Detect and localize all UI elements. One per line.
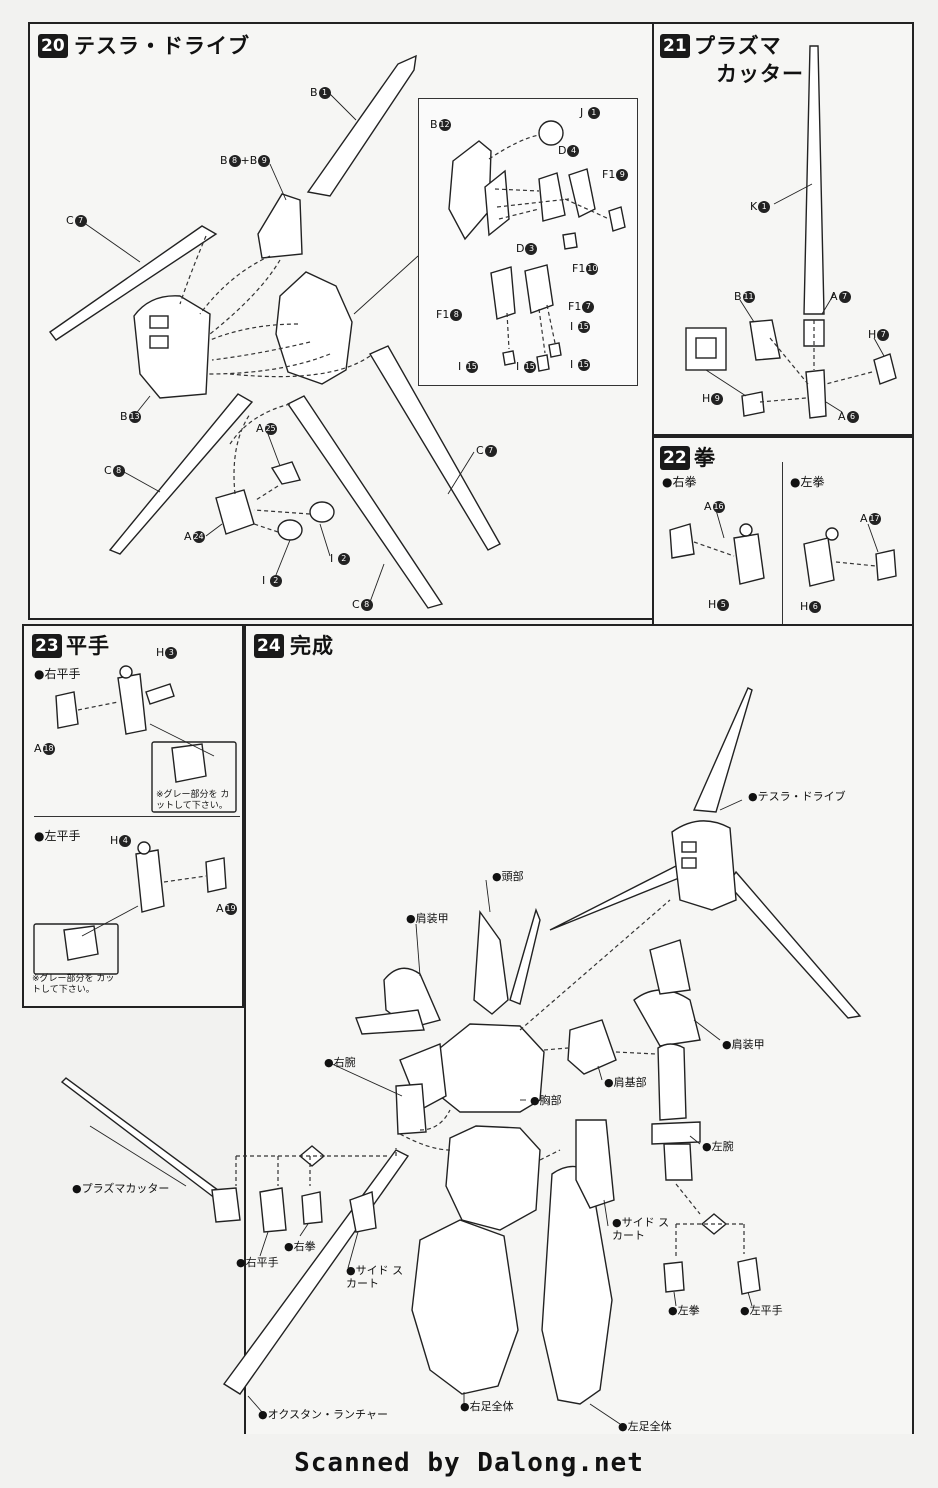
label-i15-a: I 15 — [570, 320, 590, 333]
panel-divider — [782, 462, 783, 626]
step-title: 平手 — [66, 634, 110, 658]
step-number: 22 — [660, 446, 690, 470]
sub-assembly-box — [418, 98, 638, 386]
label-right-flat: ●右平手 — [236, 1256, 279, 1269]
label-i15-d: I 15 — [570, 358, 590, 371]
label-side-skirt-left: ●サイド スカート — [346, 1264, 404, 1290]
label-j1: J 1 — [580, 106, 600, 119]
label-i15-c: I 15 — [516, 360, 536, 373]
label-i2-a: I 2 — [330, 552, 350, 565]
flat-hand-diagram — [33, 665, 237, 975]
scan-credit: Scanned by Dalong.net — [294, 1448, 644, 1478]
cut-note-right: ※グレー部分を カットして下さい。 — [156, 790, 230, 811]
step-title-line2: カッター — [716, 62, 804, 86]
step-number: 20 — [38, 34, 68, 58]
label-right-arm: ●右腕 — [324, 1056, 356, 1069]
step-title: テスラ・ドライブ — [74, 34, 250, 58]
right-fist-heading: ●右拳 — [662, 475, 697, 489]
label-left-leg: ●左足全体 — [618, 1420, 672, 1433]
step-20-panel: 20 テスラ・ドライブ — [28, 22, 654, 620]
label-left-flat: ●左平手 — [740, 1304, 783, 1317]
label-octan-launcher: ●オクスタン・ランチャー — [258, 1408, 388, 1421]
fist-diagram — [669, 509, 897, 587]
step-23-panel: 23 平手 ●右平手 ●左平手 ※グレー部分を カットして下さい。 ※グレー部分… — [22, 624, 244, 1008]
label-shoulder-base: ●肩基部 — [604, 1076, 647, 1089]
step-title: 完成 — [290, 634, 334, 658]
step-number: 24 — [254, 634, 284, 658]
label-i15-b: I 15 — [458, 360, 478, 373]
panel-divider — [34, 816, 240, 817]
label-head: ●頭部 — [492, 870, 524, 883]
left-fist-heading: ●左拳 — [790, 475, 825, 489]
label-left-arm: ●左腕 — [702, 1140, 734, 1153]
step-title: 拳 — [694, 446, 716, 470]
label-side-skirt-right: ●サイド スカート — [612, 1216, 670, 1242]
label-shoulder-armor-left: ●肩装甲 — [406, 912, 449, 925]
label-i2-b: I 2 — [262, 574, 282, 587]
step-number: 23 — [32, 634, 62, 658]
label-plasma-cutter: ●プラズマカッター — [72, 1182, 170, 1195]
label-chest: ●胸部 — [530, 1094, 562, 1107]
right-flat-heading: ●右平手 — [34, 667, 81, 681]
label-right-leg: ●右足全体 — [460, 1400, 514, 1413]
step-title-line1: プラズマ — [694, 34, 782, 58]
step-number: 21 — [660, 34, 690, 58]
tesla-drive-diagram — [49, 54, 501, 609]
label-left-fist: ●左拳 — [668, 1304, 700, 1317]
plasma-cutter-diagram — [685, 45, 897, 419]
cut-note-left: ※グレー部分を カットして下さい。 — [32, 974, 115, 995]
left-flat-heading: ●左平手 — [34, 829, 81, 843]
label-shoulder-armor-right: ●肩装甲 — [722, 1038, 765, 1051]
label-right-fist: ●右拳 — [284, 1240, 316, 1253]
label-tesla-drive: ●テスラ・ドライブ — [748, 790, 846, 803]
